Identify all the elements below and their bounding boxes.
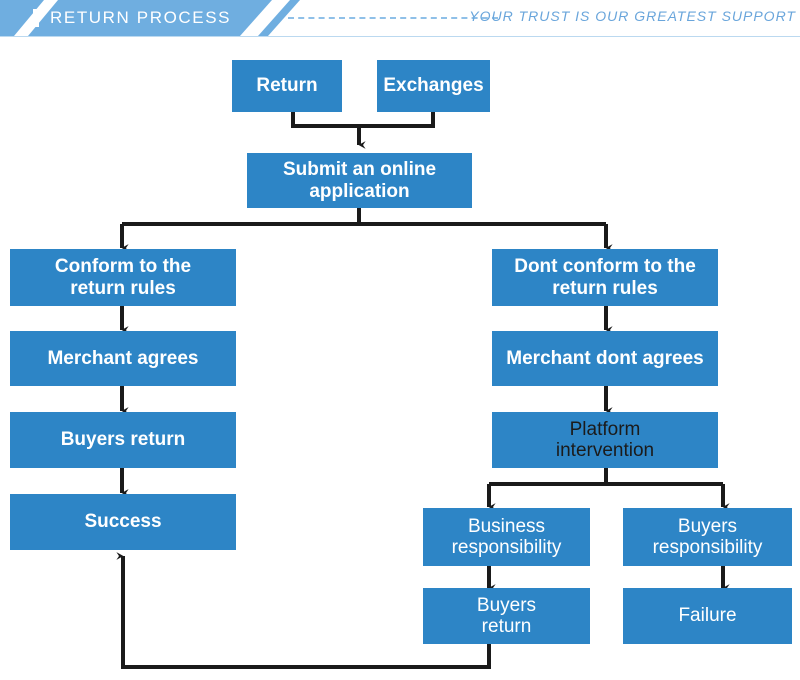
node-dont-conform-to-return-rules[interactable]: Dont conform to the return rules: [492, 249, 718, 306]
header-tagline: YOUR TRUST IS OUR GREATEST SUPPORT: [469, 8, 796, 24]
node-business-responsibility[interactable]: Business responsibility: [423, 508, 590, 566]
node-submit-application[interactable]: Submit an online application: [247, 153, 472, 208]
node-failure[interactable]: Failure: [623, 588, 792, 644]
header-bullet-marker-icon: [33, 9, 39, 27]
node-exchanges[interactable]: Exchanges: [377, 60, 490, 112]
page-title: RETURN PROCESS: [50, 8, 232, 27]
header-dashed-divider: [288, 17, 498, 19]
node-conform-to-return-rules[interactable]: Conform to the return rules: [10, 249, 236, 306]
node-buyers-return-left[interactable]: Buyers return: [10, 412, 236, 468]
node-success[interactable]: Success: [10, 494, 236, 550]
node-return[interactable]: Return: [232, 60, 342, 112]
node-platform-intervention[interactable]: Platform intervention: [492, 412, 718, 468]
node-buyers-responsibility[interactable]: Buyers responsibility: [623, 508, 792, 566]
node-merchant-agrees[interactable]: Merchant agrees: [10, 331, 236, 386]
node-merchant-dont-agrees[interactable]: Merchant dont agrees: [492, 331, 718, 386]
page-header: RETURN PROCESS YOUR TRUST IS OUR GREATES…: [0, 0, 800, 37]
node-buyers-return-right[interactable]: Buyers return: [423, 588, 590, 644]
header-bottom-rule: [0, 36, 800, 37]
